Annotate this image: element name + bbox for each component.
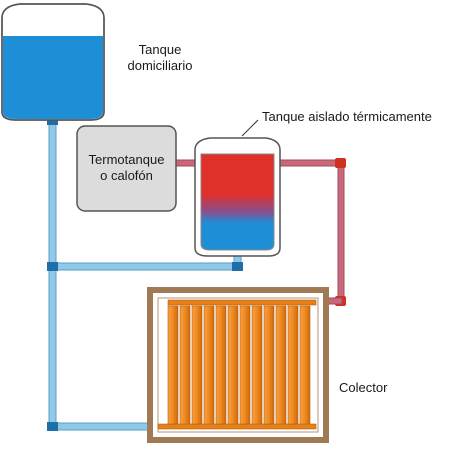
home-tank: [1, 3, 105, 121]
collector-tube: [275, 305, 287, 425]
collector-tubes: [167, 305, 311, 425]
heater-label: Termotanque o calofón: [77, 152, 176, 184]
heater-label-line1: Termotanque: [88, 152, 165, 167]
home-tank-label-line1: Tanque: [138, 42, 182, 57]
home-tank-label: Tanque domiciliario: [118, 42, 202, 74]
collector-tube: [251, 305, 263, 425]
insulated-tank-label: Tanque aislado térmicamente: [262, 109, 432, 124]
heater-box: [76, 125, 177, 212]
collector-tube: [179, 305, 191, 425]
collector-tube: [203, 305, 215, 425]
collector-tube: [287, 305, 299, 425]
collector-tube: [191, 305, 203, 425]
collector-panel: [147, 287, 329, 443]
insulated-tank-leader: [241, 119, 259, 137]
collector-tube: [167, 305, 179, 425]
collector-tube: [227, 305, 239, 425]
collector-label: Colector: [339, 380, 388, 395]
collector-tube: [239, 305, 251, 425]
home-tank-label-line2: domiciliario: [127, 58, 193, 73]
collector-tube: [299, 305, 311, 425]
heater-label-line2: o calofón: [100, 168, 153, 183]
insulated-tank: [194, 137, 281, 257]
collector-tube: [215, 305, 227, 425]
collector-tube: [263, 305, 275, 425]
